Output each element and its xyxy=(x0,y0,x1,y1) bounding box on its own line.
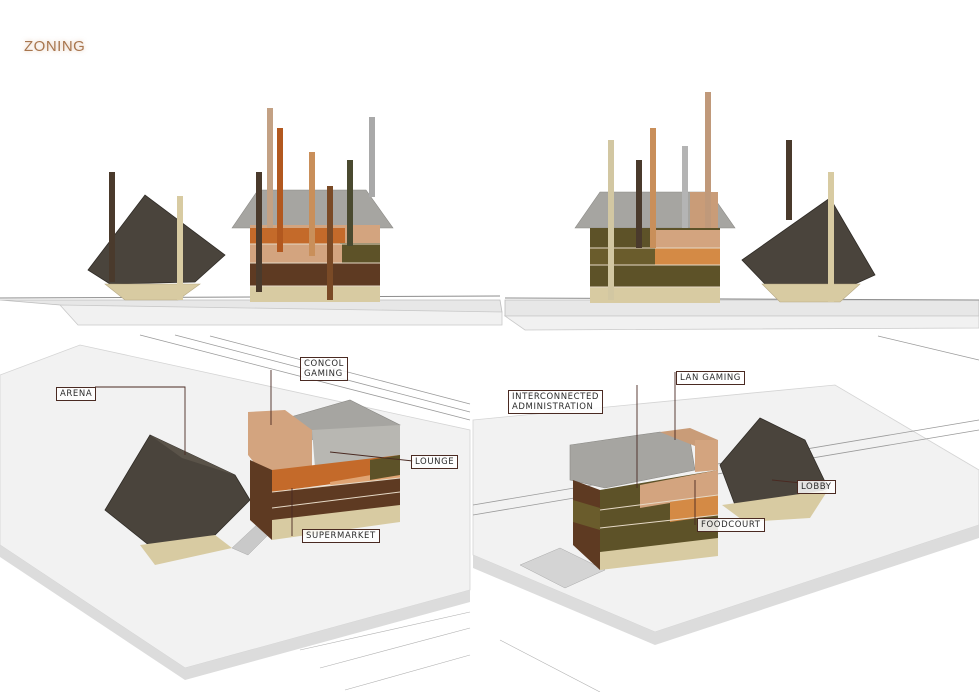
arena-base xyxy=(140,535,232,565)
label-interconnected-administration: INTERCONNECTED ADMINISTRATION xyxy=(508,390,604,414)
facade-tan xyxy=(640,470,718,508)
facade-olive xyxy=(370,455,400,480)
band-cream xyxy=(250,286,380,302)
arena-mast-dark xyxy=(786,140,792,220)
label-lobby: LOBBY xyxy=(797,480,836,494)
mast xyxy=(309,152,315,256)
band-olive-3 xyxy=(590,265,720,287)
facade-orange xyxy=(670,495,718,522)
mast xyxy=(636,160,642,248)
site-slab-edge xyxy=(473,525,979,645)
arena-mast-cream xyxy=(177,196,183,300)
mast xyxy=(705,92,711,228)
facade-brown xyxy=(272,478,400,524)
facade-orange xyxy=(272,455,400,492)
band-tan xyxy=(250,244,342,263)
mast xyxy=(369,117,375,197)
page-title: ZONING xyxy=(24,38,86,55)
arena-leader xyxy=(95,386,186,455)
label-lan-gaming: LAN GAMING xyxy=(676,371,745,385)
arena-mass xyxy=(87,194,226,285)
ground-slab-edge xyxy=(503,315,979,331)
label-supermarket: SUPERMARKET xyxy=(302,529,380,543)
band-olive xyxy=(340,243,380,263)
ground-slab xyxy=(504,299,979,317)
mast xyxy=(608,140,614,300)
label-arena: ARENA xyxy=(56,387,97,401)
axonometric-left xyxy=(0,334,471,691)
ground-slab-edge xyxy=(59,304,503,326)
arena-mast-dark xyxy=(109,172,115,282)
band-cream xyxy=(590,287,720,303)
label-lounge: LOUNGE xyxy=(411,455,459,469)
facade-cream xyxy=(600,538,718,570)
roof-tan-block xyxy=(690,192,718,228)
elevation-left xyxy=(0,108,503,326)
tan-volume xyxy=(695,440,718,472)
tan-volume xyxy=(248,410,312,485)
arena-top xyxy=(150,435,235,475)
arena-mass xyxy=(741,197,876,285)
mast xyxy=(256,172,262,292)
mast xyxy=(277,128,283,252)
axonometric-right xyxy=(472,335,979,692)
arena-base xyxy=(722,490,828,522)
site-slab-edge xyxy=(0,545,470,680)
mast xyxy=(347,160,353,246)
lounge-leader xyxy=(329,451,414,462)
ramp xyxy=(519,547,606,589)
label-foodcourt: FOODCOURT xyxy=(697,518,765,532)
band-tan xyxy=(650,230,720,248)
arena-mast-cream xyxy=(828,172,834,302)
mast xyxy=(682,146,688,228)
arena-base xyxy=(761,283,861,303)
mast xyxy=(650,128,656,248)
mast xyxy=(267,108,273,228)
elevation-right xyxy=(503,92,979,331)
label-concol-gaming: CONCOL GAMING xyxy=(300,357,348,381)
band-brown xyxy=(250,263,380,286)
band-orange xyxy=(655,248,720,265)
side-dark xyxy=(250,460,272,540)
band-orange xyxy=(250,228,345,244)
side-olive xyxy=(573,500,600,530)
mast xyxy=(327,186,333,300)
